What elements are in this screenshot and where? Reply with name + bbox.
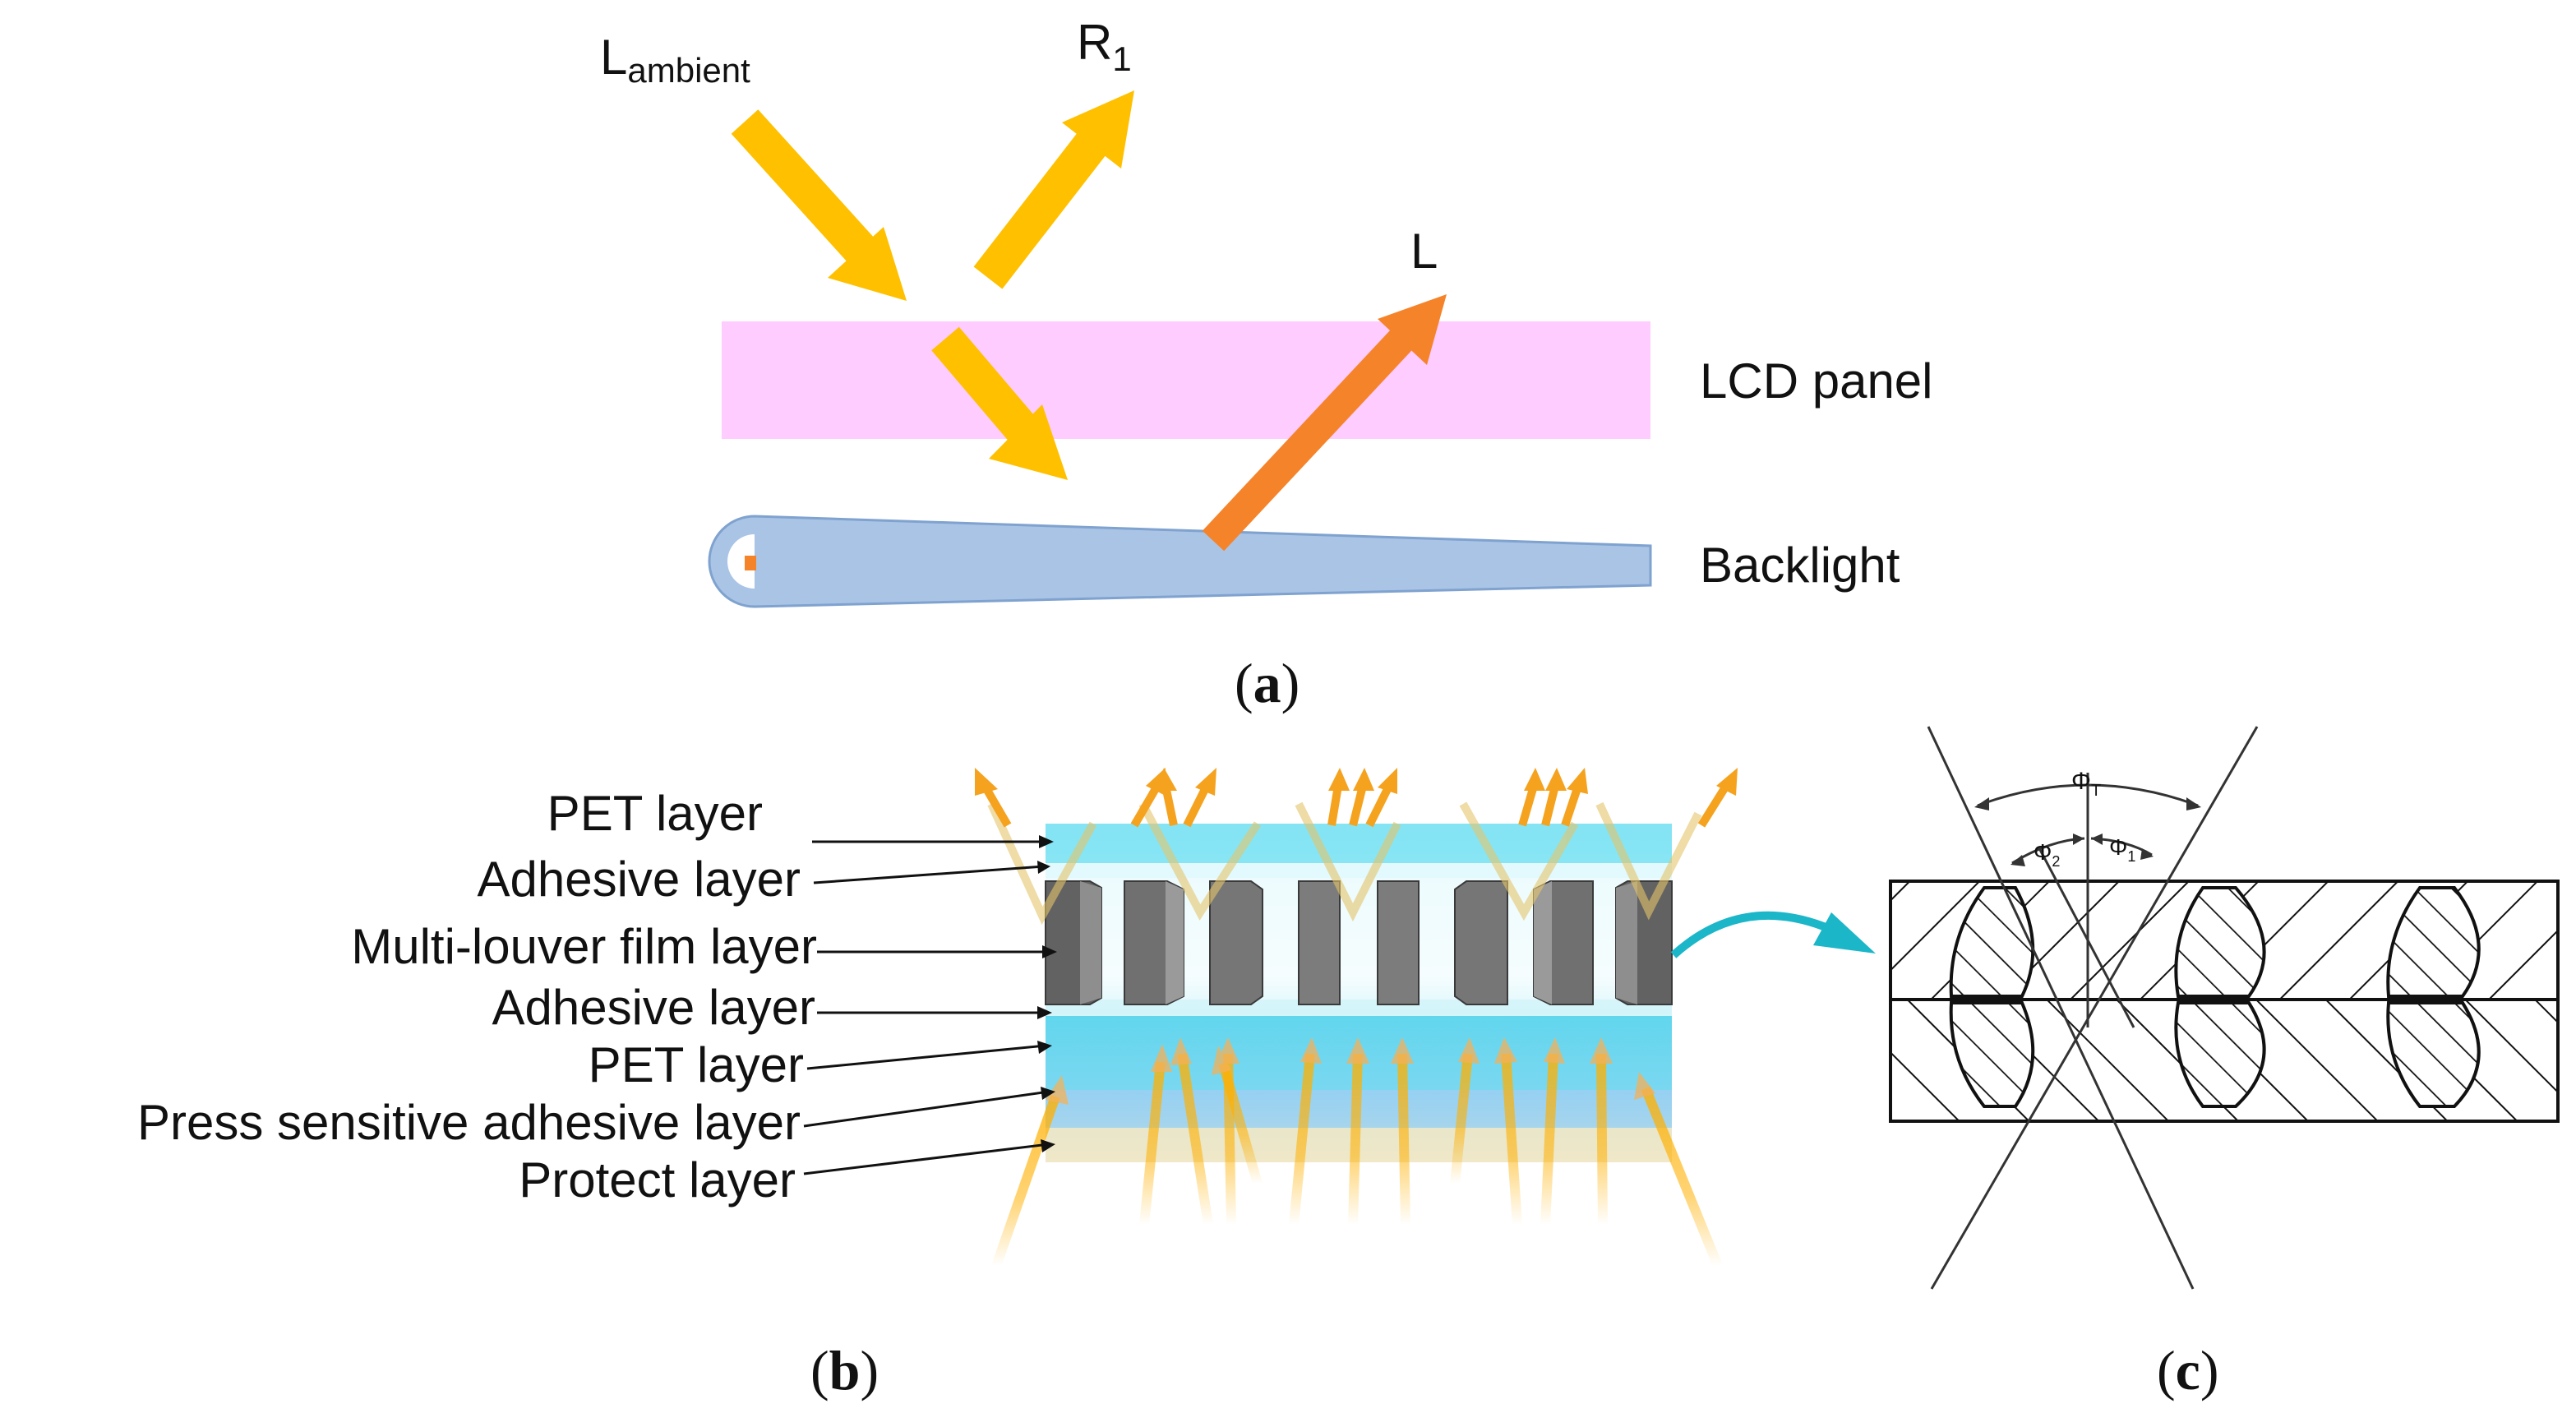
louver: [1377, 880, 1420, 1005]
layer-label-adhesive-top: Adhesive layer: [477, 852, 801, 907]
outgoing-ray-heads: [975, 768, 1738, 796]
led-source: [745, 556, 756, 570]
phi-total-label: ΦT: [2071, 768, 2101, 800]
light-source-cavity: [727, 534, 755, 589]
backlight-label: Backlight: [1700, 538, 1900, 593]
layer-label-protect: Protect layer: [519, 1152, 796, 1208]
phi-1-label: Φ1: [2109, 834, 2135, 865]
lcd-panel-label: LCD panel: [1700, 353, 1933, 409]
louver: [1454, 880, 1508, 1005]
pet-layer-top: [1046, 824, 1672, 863]
reflected-light-arrow: [973, 90, 1134, 289]
panel-c: ΦT Φ2 Φ1 (c): [1889, 726, 2560, 1401]
view-cone-lines: [1927, 726, 2259, 1290]
louver-profiles-bottom: [1949, 1001, 2481, 1108]
louver: [1534, 881, 1552, 1004]
layer-label-psa: Press sensitive adhesive layer: [137, 1095, 801, 1150]
layer-label-pet-bottom: PET layer: [589, 1037, 804, 1092]
louver-group: [1045, 880, 1673, 1005]
emitted-light-arrow: [1202, 294, 1447, 552]
leader-heads: [1037, 835, 1057, 1152]
caption-b: (b): [810, 1339, 879, 1401]
layer-label-adhesive-bottom: Adhesive layer: [492, 980, 815, 1035]
lcd-panel-layer: [722, 321, 1650, 439]
louver: [1616, 881, 1637, 1004]
ray-heads-bottom: [1046, 1037, 1655, 1105]
caption-a: (a): [1235, 652, 1300, 714]
reflected-label: R1: [1077, 15, 1132, 78]
curved-link-arrow: [1670, 912, 1876, 958]
refracted-light-arrow: [931, 326, 1068, 480]
panel-b: PET layer Adhesive layer Multi-louver fi…: [137, 768, 1876, 1401]
louver: [1209, 880, 1263, 1005]
leader-lines: [803, 840, 1050, 1175]
louver: [1166, 881, 1184, 1004]
emitted-label: L: [1410, 224, 1438, 279]
panel-a: Lambient R1 L LCD panel Backlight (a): [600, 15, 1933, 714]
ambient-label: Lambient: [600, 30, 750, 90]
adhesive-layer-bottom: [1046, 1000, 1672, 1016]
layer-label-pet-top: PET layer: [547, 786, 763, 841]
backlight-wedge: [708, 515, 1652, 608]
adhesive-layer-top: [1046, 863, 1672, 878]
angle-arc-heads: [1974, 797, 2201, 866]
film-outlines: [1889, 880, 2560, 1123]
caption-c: (c): [2157, 1339, 2219, 1401]
outgoing-rays: [981, 783, 1730, 828]
louver: [1298, 880, 1341, 1005]
layer-labels: PET layer Adhesive layer Multi-louver fi…: [137, 786, 817, 1208]
louver: [1080, 881, 1101, 1004]
louver-profiles-top: [1949, 886, 2481, 998]
layer-label-multi-louver: Multi-louver film layer: [351, 919, 817, 974]
incoming-rays: [991, 1053, 1723, 1268]
phi-2-label: Φ2: [2034, 839, 2060, 870]
ambient-light-arrow: [731, 109, 907, 301]
